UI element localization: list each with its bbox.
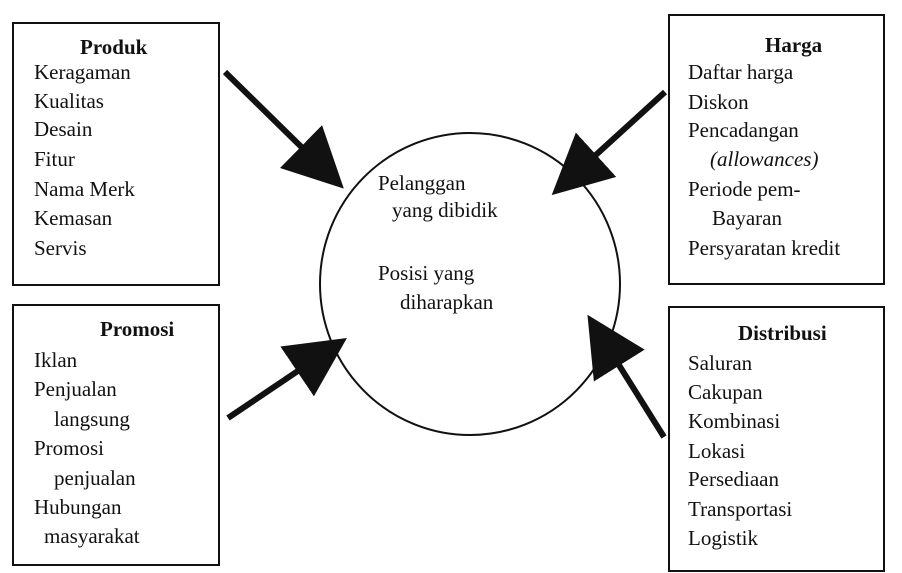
center-text-line2: yang dibidik <box>392 198 498 222</box>
promosi-item: penjualan <box>54 466 136 490</box>
harga-title: Harga <box>765 33 823 57</box>
distribusi-item: Logistik <box>688 526 759 550</box>
promosi-title: Promosi <box>100 317 175 341</box>
produk-box: Produk Keragaman Kualitas Desain Fitur N… <box>12 22 220 286</box>
harga-box: Harga Daftar harga Diskon Pencadangan (a… <box>668 14 885 285</box>
promosi-item: Hubungan <box>34 495 122 519</box>
distribusi-item: Lokasi <box>688 439 746 463</box>
produk-item: Desain <box>34 117 93 141</box>
center-text-line1: Pelanggan <box>378 171 466 195</box>
produk-item: Kemasan <box>34 206 113 230</box>
arrow-produk <box>222 69 344 189</box>
produk-item: Servis <box>34 236 87 260</box>
center-ellipse <box>319 132 621 436</box>
promosi-item: Penjualan <box>34 377 117 401</box>
produk-item: Kualitas <box>34 89 104 113</box>
arrow-distribusi <box>587 314 667 439</box>
harga-item: Diskon <box>688 90 749 114</box>
distribusi-item: Transportasi <box>688 497 793 521</box>
produk-title: Produk <box>80 35 148 59</box>
arrow-harga <box>551 89 668 196</box>
promosi-item: masyarakat <box>44 524 140 548</box>
distribusi-item: Saluran <box>688 351 753 375</box>
center-text-line4: diharapkan <box>400 290 494 314</box>
promosi-item: Promosi <box>34 436 105 460</box>
produk-item: Nama Merk <box>34 177 135 201</box>
distribusi-item: Cakupan <box>688 380 763 404</box>
distribusi-box: Distribusi Saluran Cakupan Kombinasi Lok… <box>668 306 885 572</box>
harga-item: Bayaran <box>712 206 782 230</box>
promosi-item: Iklan <box>34 348 78 372</box>
harga-item: Pencadangan <box>688 118 799 142</box>
distribusi-item: Kombinasi <box>688 409 781 433</box>
produk-item: Keragaman <box>34 60 131 84</box>
promosi-box: Promosi Iklan Penjualan langsung Promosi… <box>12 304 220 566</box>
promosi-item: langsung <box>54 407 130 431</box>
arrow-promosi <box>226 337 347 421</box>
distribusi-title: Distribusi <box>738 321 827 345</box>
harga-item: Daftar harga <box>688 60 794 84</box>
harga-item: (allowances) <box>710 147 819 171</box>
harga-item: Persyaratan kredit <box>688 236 841 260</box>
center-text-line3: Posisi yang <box>378 261 475 285</box>
harga-item: Periode pem- <box>688 177 801 201</box>
distribusi-item: Persediaan <box>688 467 779 491</box>
produk-item: Fitur <box>34 147 75 171</box>
